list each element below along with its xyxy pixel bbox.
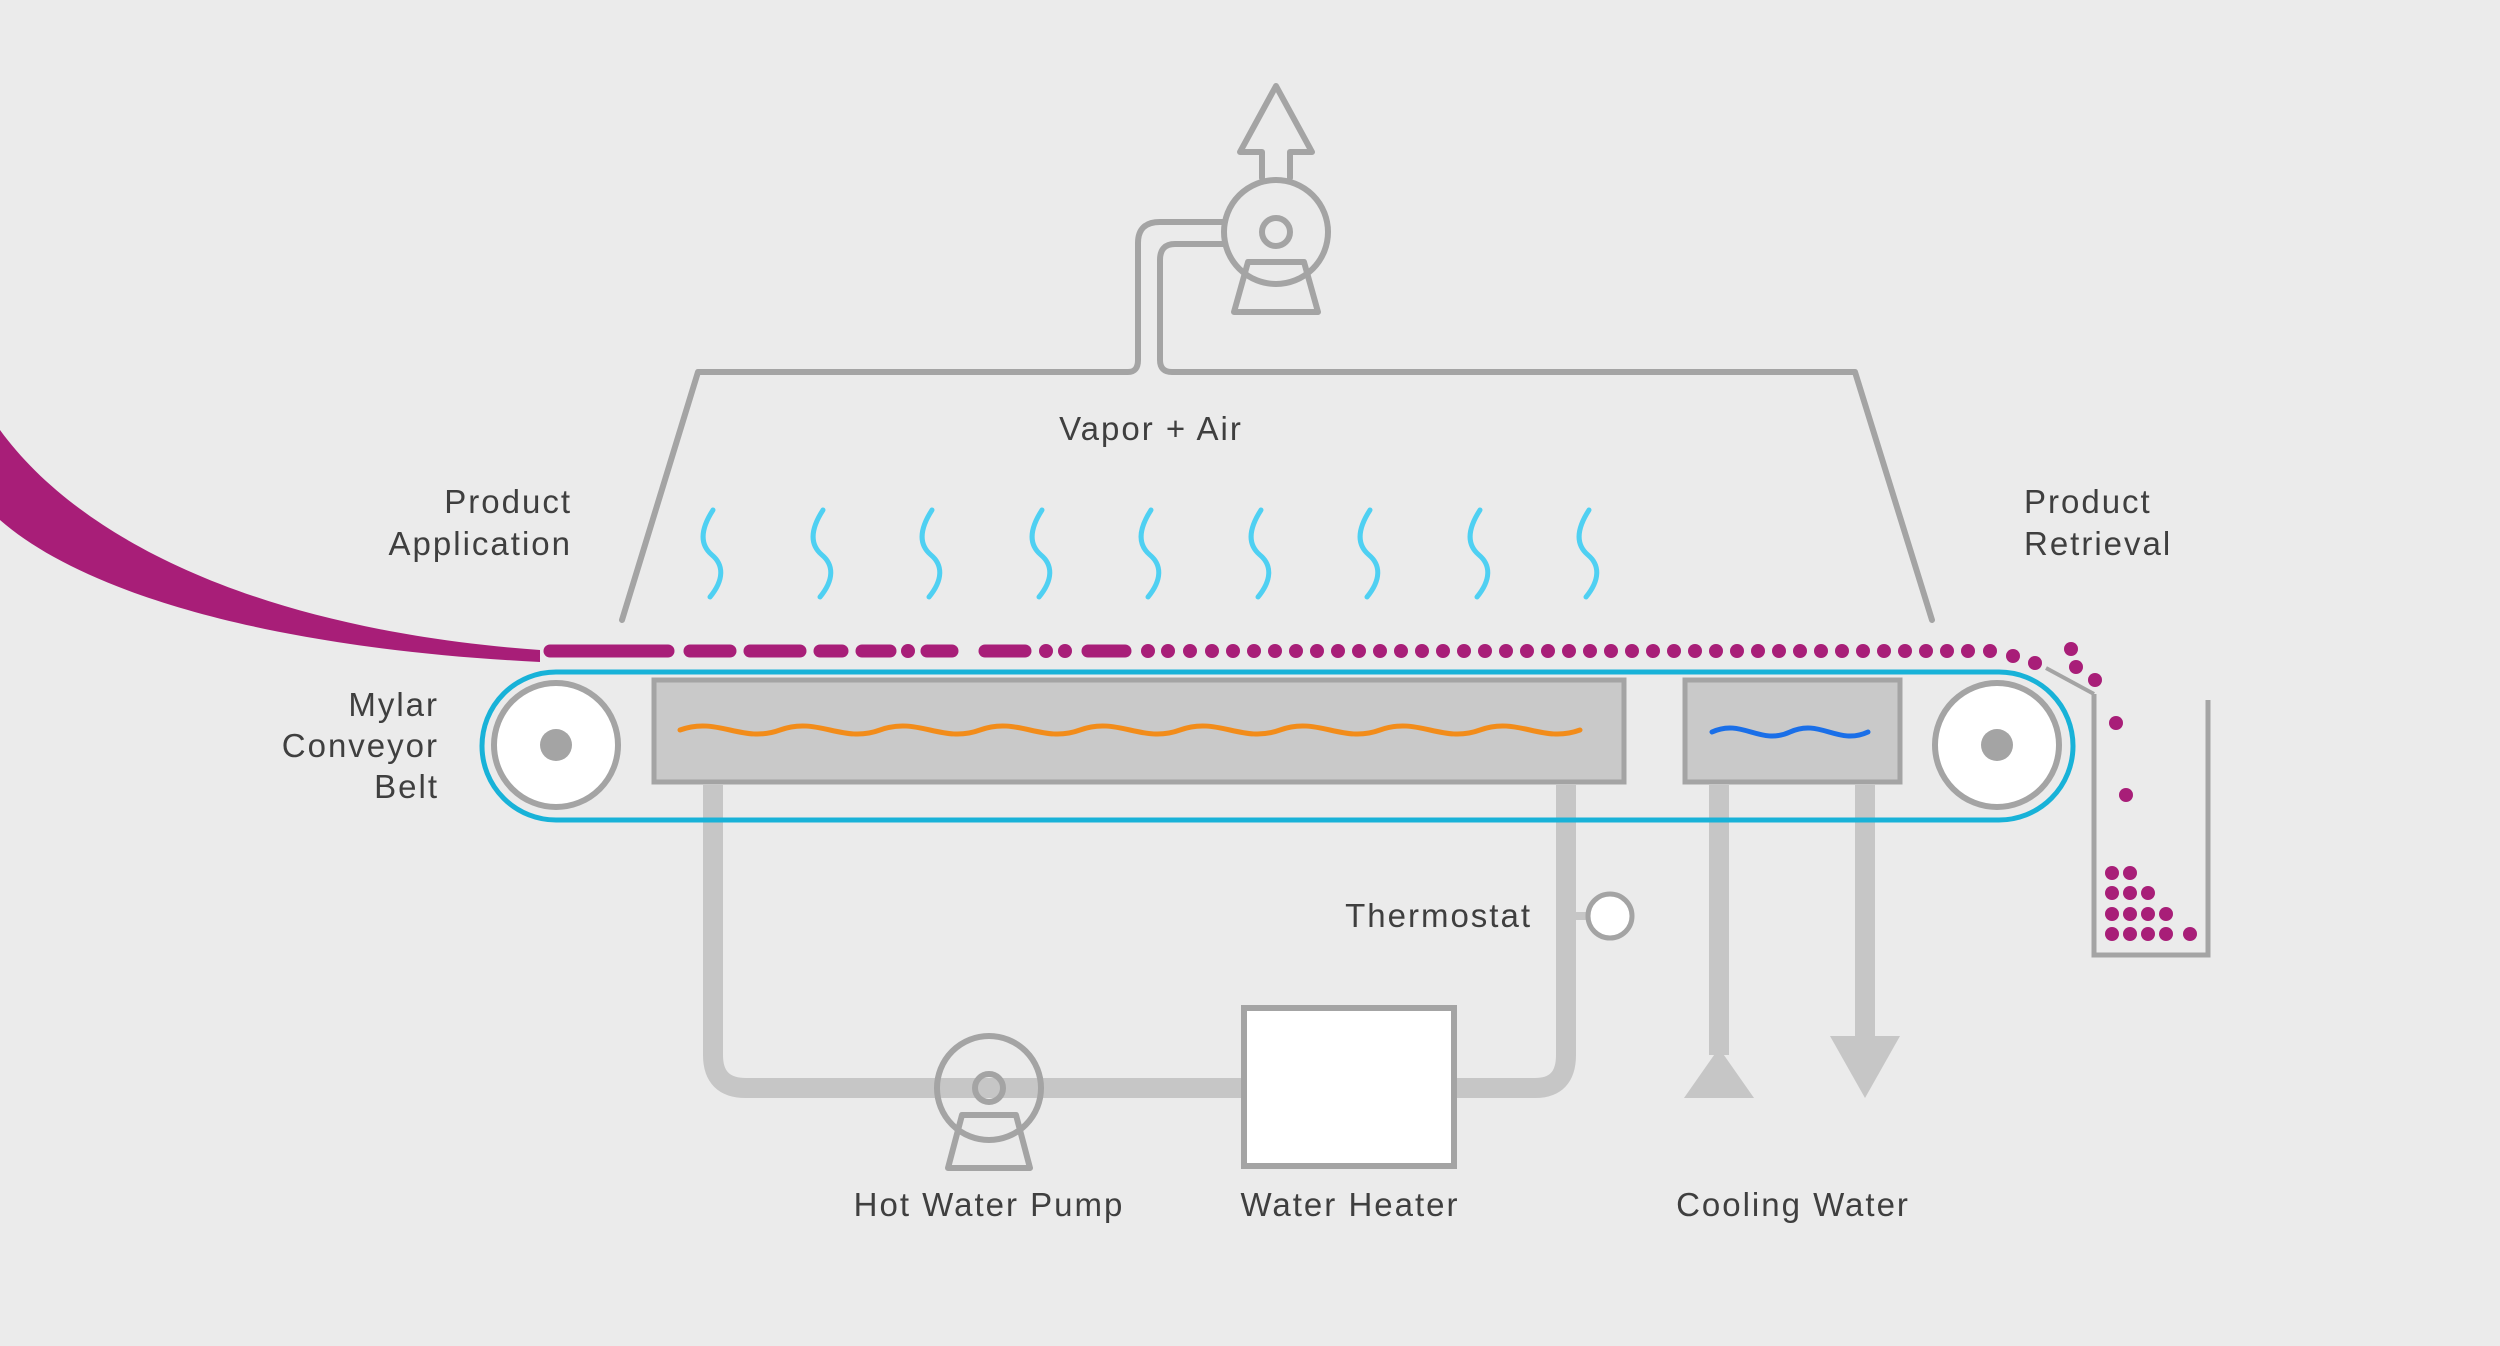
thermostat-icon	[1585, 891, 1635, 941]
belt-scraper	[2045, 666, 2095, 696]
product-pellets	[901, 642, 2133, 802]
cooling-inlet-base	[1684, 1048, 1754, 1098]
vapor-wave	[919, 507, 943, 600]
right-roller	[1932, 680, 2062, 810]
product-retrieval-label-line2: Retrieval	[2024, 525, 2172, 562]
vapor-wave	[1576, 507, 1600, 600]
collected-product	[2105, 866, 2197, 941]
cooling-water-label: Cooling Water	[1676, 1186, 1910, 1223]
belt-label-line1: Mylar	[348, 686, 439, 723]
cooling-outlet-arrow-icon	[1830, 1036, 1900, 1098]
cold-wave-icon	[1709, 725, 1871, 739]
exhaust-fan	[1221, 83, 1331, 315]
left-roller	[491, 680, 621, 810]
product-feed-stream	[0, 430, 540, 662]
vapor-wave	[700, 507, 724, 600]
cooling-inlet-pipe	[1709, 785, 1729, 1055]
product-application-label-line2: Application	[389, 525, 572, 562]
vapor-waves	[700, 507, 1600, 600]
vapor-wave	[1029, 507, 1053, 600]
mylar-conveyor-belt	[479, 669, 2076, 823]
hot-water-pump-label: Hot Water Pump	[854, 1186, 1125, 1223]
product-retrieval-label-line1: Product	[2024, 483, 2152, 520]
cooling-outlet-pipe	[1855, 785, 1875, 1040]
water-heater-label: Water Heater	[1240, 1186, 1459, 1223]
thermostat-label: Thermostat	[1345, 897, 1532, 934]
belt-label-line3: Belt	[374, 768, 439, 805]
vapor-wave	[810, 507, 834, 600]
hot-water-loop-pipe	[703, 785, 1576, 1098]
hot-wave-icon	[677, 723, 1583, 737]
vapor-wave	[1467, 507, 1491, 600]
vapor-wave	[1138, 507, 1162, 600]
vapor-air-label: Vapor + Air	[1059, 410, 1243, 447]
belt-label-line2: Conveyor	[282, 727, 439, 764]
vapor-hood	[619, 219, 1935, 623]
vapor-wave	[1248, 507, 1272, 600]
collection-bin	[2091, 694, 2211, 958]
product-application-label-line1: Product	[444, 483, 572, 520]
exhaust-arrow-icon	[1237, 83, 1315, 181]
water-heater-box	[1241, 1005, 1457, 1169]
vapor-wave	[1357, 507, 1381, 600]
cooling-water-pipes	[1684, 785, 1900, 1098]
hot-water-pump-icon	[934, 1033, 1044, 1171]
